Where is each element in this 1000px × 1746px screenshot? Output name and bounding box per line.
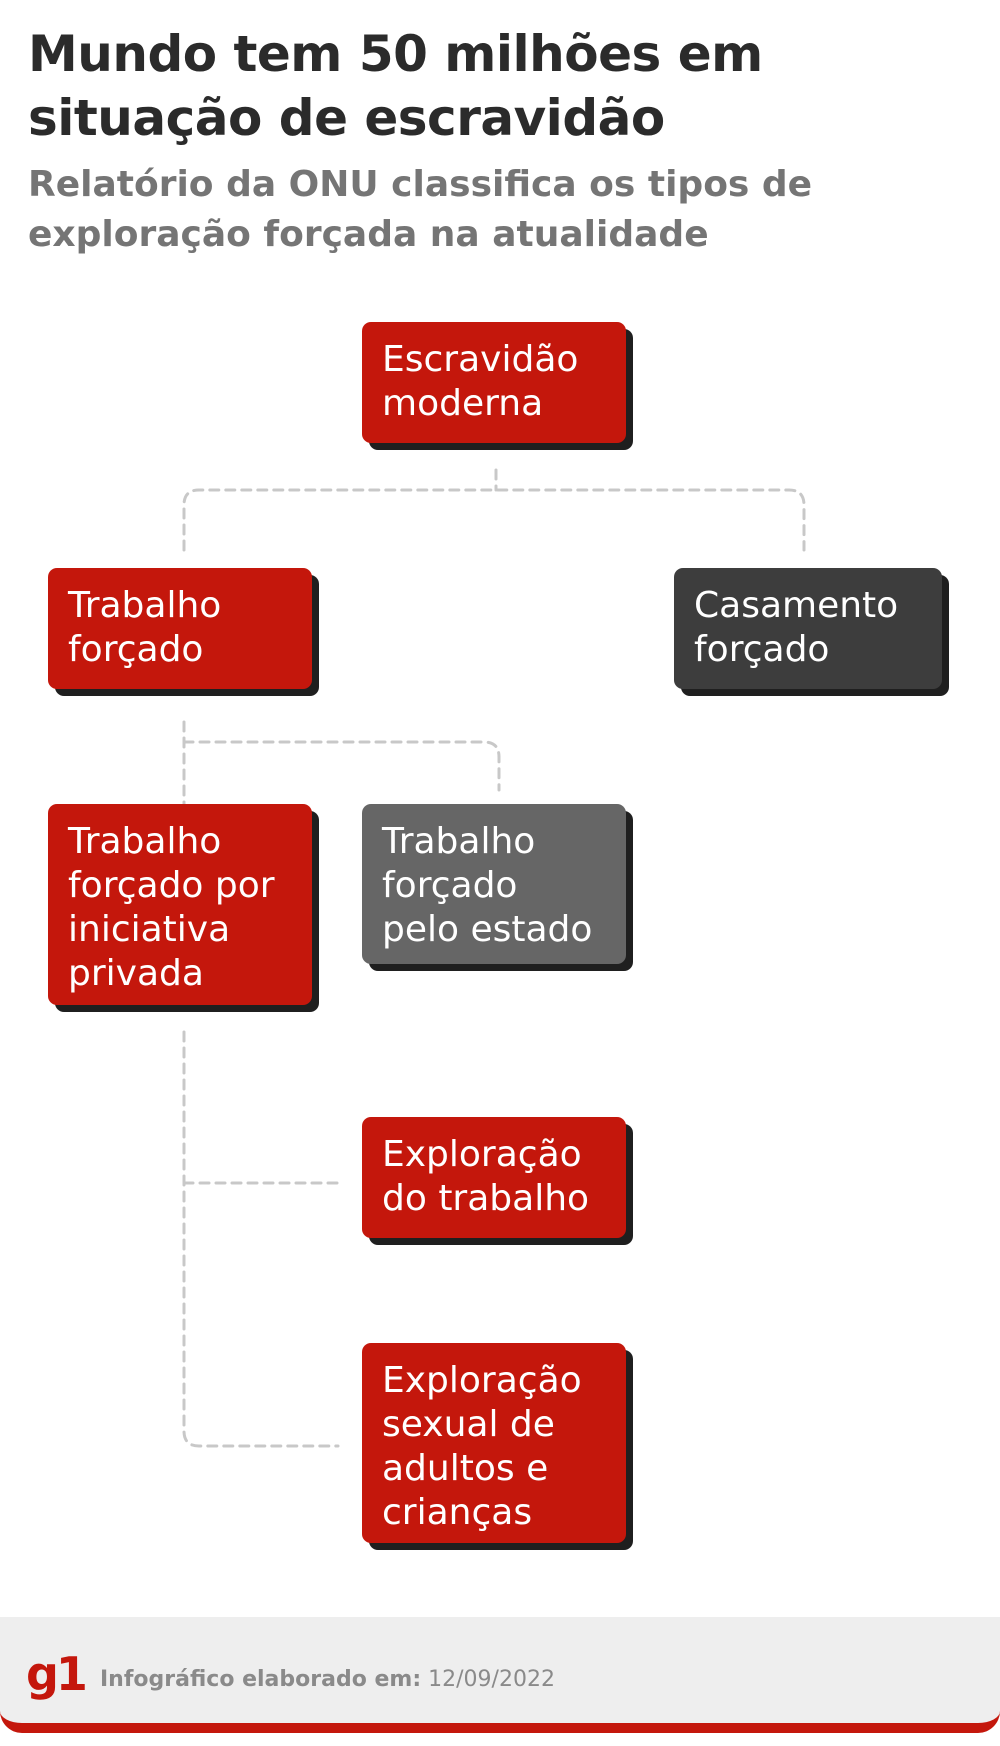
node-exploracao-sexual: Exploração sexual de adultos e crianças — [362, 1343, 626, 1543]
node-casamento-forcado: Casamento forçado — [674, 568, 942, 689]
connector-privado-to-exploracao — [182, 1030, 340, 1448]
node-trabalho-forcado: Trabalho forçado — [48, 568, 312, 689]
g1-logo: g1 — [26, 1647, 88, 1701]
credit-text: Infográfico elaborado em: 12/09/2022 — [100, 1667, 555, 1692]
connector-root-to-branches — [182, 468, 806, 552]
credit-date: 12/09/2022 — [428, 1667, 555, 1692]
connector-trabalho-to-subtypes — [182, 720, 501, 807]
credit-label: Infográfico elaborado em: — [100, 1667, 422, 1692]
node-escravidao-moderna: Escravidão moderna — [362, 322, 626, 443]
node-exploracao-trabalho: Exploração do trabalho — [362, 1117, 626, 1238]
page-subtitle: Relatório da ONU classifica os tipos de … — [28, 164, 813, 255]
page-title: Mundo tem 50 milhões em situação de escr… — [28, 25, 763, 147]
node-trabalho-estado: Trabalho forçado pelo estado — [362, 804, 626, 964]
footer: g1 Infográfico elaborado em: 12/09/2022 — [0, 1617, 1000, 1733]
node-trabalho-iniciativa-privada: Trabalho forçado por iniciativa privada — [48, 804, 312, 1005]
